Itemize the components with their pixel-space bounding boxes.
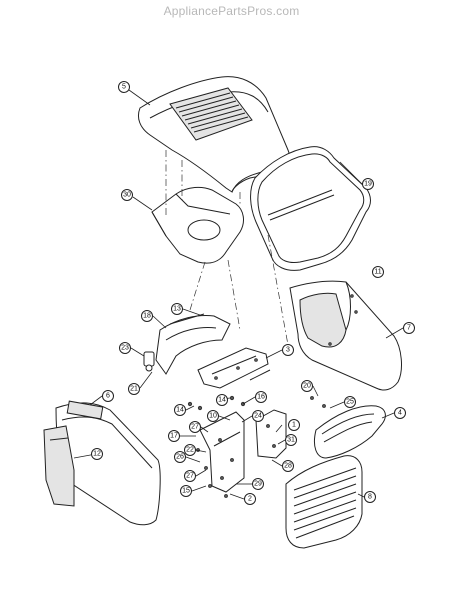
svg-text:3: 3 (286, 347, 290, 354)
callout-29[interactable]: 29 (252, 478, 264, 490)
duct-part[interactable] (151, 186, 244, 264)
callout-4[interactable]: 4 (394, 407, 406, 419)
svg-text:29: 29 (254, 481, 262, 488)
svg-text:17: 17 (170, 433, 178, 440)
svg-text:20: 20 (303, 383, 311, 390)
callout-8[interactable]: 8 (364, 491, 376, 503)
svg-text:19: 19 (364, 181, 372, 188)
hood-seal-part[interactable] (250, 146, 371, 271)
callout-5[interactable]: 5 (118, 81, 130, 93)
svg-text:6: 6 (106, 393, 110, 400)
svg-text:7: 7 (407, 325, 411, 332)
leader-lines (73, 89, 404, 500)
callout-24[interactable]: 24 (252, 410, 264, 422)
callout-18[interactable]: 18 (141, 310, 153, 322)
svg-text:14: 14 (218, 397, 226, 404)
callout-21[interactable]: 21 (128, 383, 140, 395)
svg-text:24: 24 (254, 413, 262, 420)
callout-13[interactable]: 13 (171, 303, 183, 315)
frame-bracket-part[interactable] (197, 347, 271, 389)
svg-text:16: 16 (257, 394, 265, 401)
svg-text:13: 13 (173, 306, 181, 313)
callout-12[interactable]: 12 (91, 448, 103, 460)
hood-vent-grille (175, 92, 249, 133)
callout-17[interactable]: 17 (168, 430, 180, 442)
callout-20[interactable]: 20 (301, 380, 313, 392)
svg-text:5: 5 (122, 84, 126, 91)
headlight-lens-part[interactable] (313, 405, 386, 459)
assembly-centerlines (165, 150, 289, 346)
callout-30[interactable]: 30 (121, 189, 133, 201)
dash-panel-part[interactable] (155, 313, 231, 375)
callout-14a[interactable]: 14 (174, 404, 186, 416)
svg-text:23: 23 (121, 345, 129, 352)
callout-10[interactable]: 10 (207, 410, 219, 422)
callout-16[interactable]: 16 (255, 391, 267, 403)
grille-frame-part[interactable] (55, 400, 161, 526)
svg-text:11: 11 (374, 269, 381, 276)
callouts: 5 30 19 11 7 13 18 23 3 21 6 20 25 4 16 … (91, 81, 415, 505)
svg-text:30: 30 (123, 192, 131, 199)
knob-part[interactable] (143, 351, 155, 372)
svg-text:26: 26 (176, 454, 184, 461)
mounting-plate-part[interactable] (199, 411, 245, 493)
callout-11[interactable]: 11 (372, 266, 384, 278)
watermark: AppliancePartsPros.com (163, 4, 300, 18)
callout-26[interactable]: 26 (174, 451, 186, 463)
callout-6[interactable]: 6 (102, 390, 114, 402)
callout-19[interactable]: 19 (362, 178, 374, 190)
svg-text:21: 21 (130, 386, 138, 393)
callout-15[interactable]: 15 (180, 485, 192, 497)
callout-25[interactable]: 25 (344, 396, 356, 408)
callout-31[interactable]: 31 (285, 434, 297, 446)
svg-text:22: 22 (186, 447, 194, 454)
callout-1[interactable]: 1 (288, 419, 300, 431)
callout-23[interactable]: 23 (119, 342, 131, 354)
callout-3[interactable]: 3 (282, 344, 294, 356)
svg-text:28: 28 (284, 463, 292, 470)
callout-7[interactable]: 7 (403, 322, 415, 334)
grille-insert-part[interactable] (43, 425, 75, 507)
svg-text:27: 27 (191, 424, 199, 431)
callout-27b[interactable]: 27 (184, 470, 196, 482)
svg-text:2: 2 (248, 496, 252, 503)
svg-text:12: 12 (93, 451, 101, 458)
hood-part[interactable] (137, 76, 291, 193)
callout-14b[interactable]: 14 (216, 394, 228, 406)
svg-text:18: 18 (143, 313, 151, 320)
svg-text:10: 10 (209, 413, 217, 420)
svg-text:15: 15 (182, 488, 190, 495)
svg-text:4: 4 (398, 410, 402, 417)
svg-text:8: 8 (368, 494, 372, 501)
callout-2[interactable]: 2 (244, 493, 256, 505)
front-grille-part[interactable] (285, 455, 363, 549)
svg-text:31: 31 (287, 437, 295, 444)
svg-text:14: 14 (176, 407, 184, 414)
svg-text:27: 27 (186, 473, 194, 480)
callout-27a[interactable]: 27 (189, 421, 201, 433)
latch-bracket-part[interactable] (255, 409, 287, 459)
side-panel-part[interactable] (289, 280, 402, 391)
callout-28[interactable]: 28 (282, 460, 294, 472)
svg-text:25: 25 (346, 399, 354, 406)
callout-22[interactable]: 22 (184, 444, 196, 456)
svg-text:1: 1 (292, 422, 296, 429)
